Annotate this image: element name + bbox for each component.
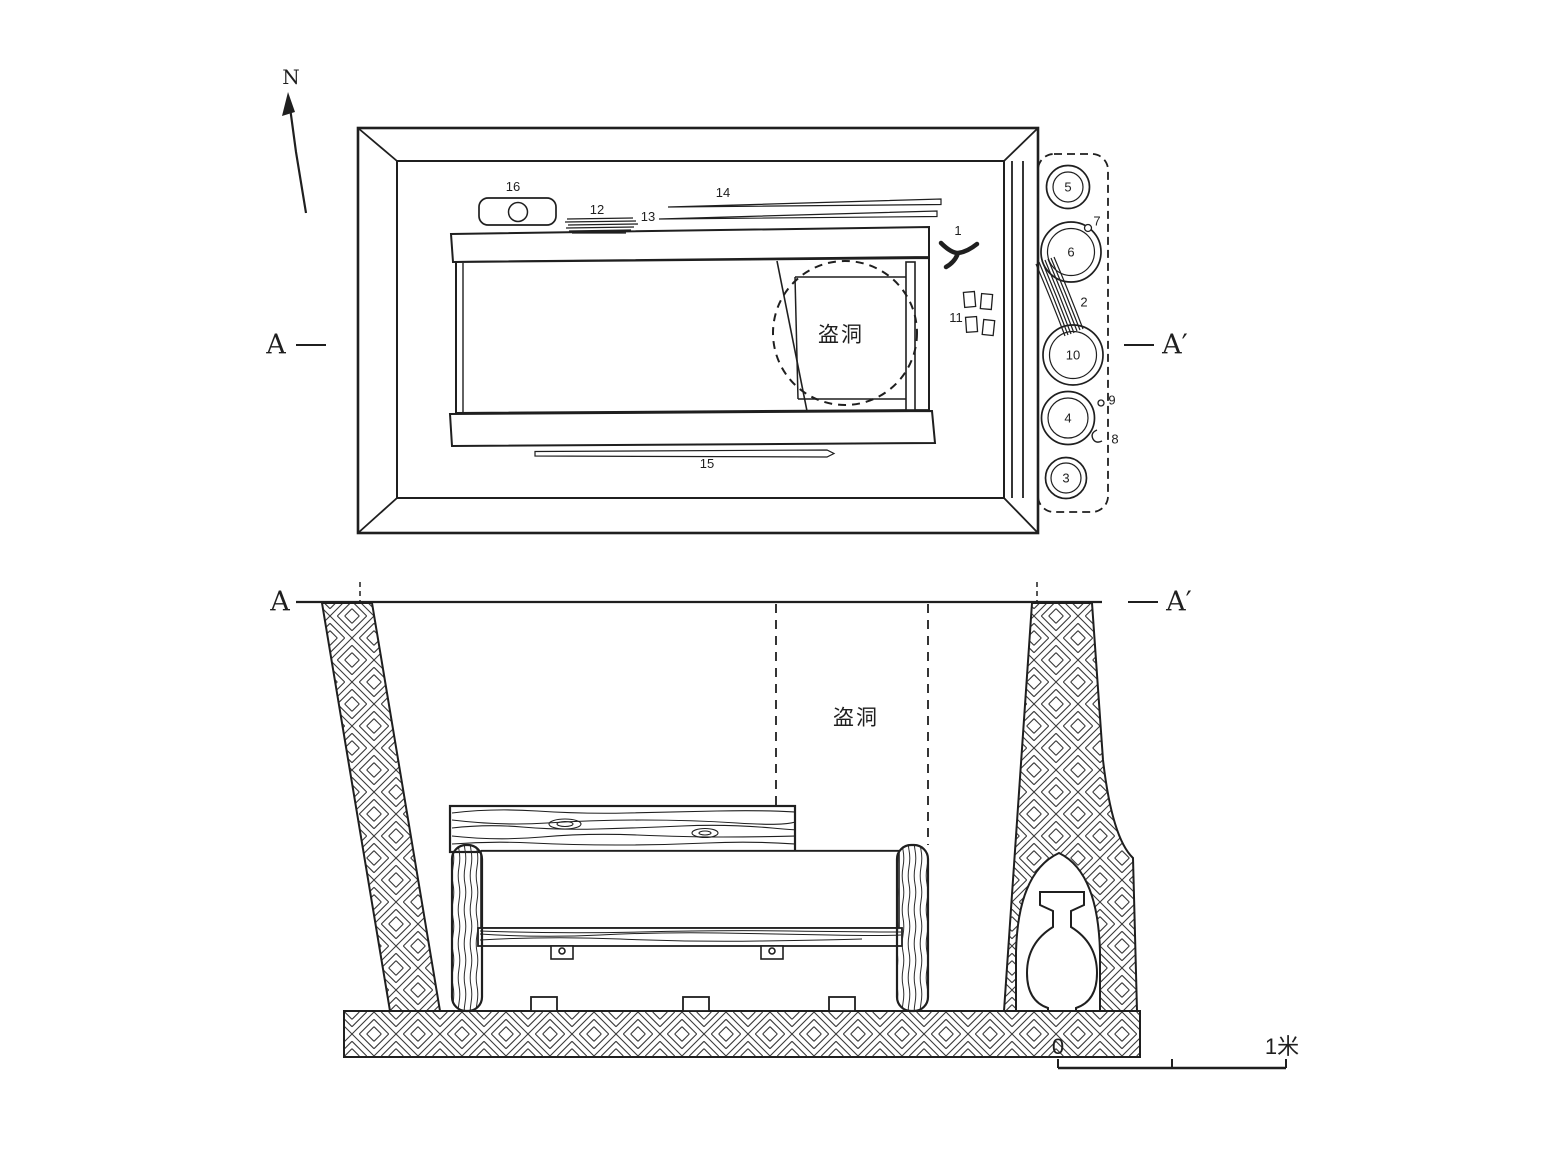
coffin-feet — [530, 996, 856, 1012]
coffin-inner-wall-left — [794, 276, 799, 400]
niche-outline — [1037, 153, 1109, 513]
plan-corner-bevel-tl — [357, 127, 398, 162]
north-label: N — [282, 65, 300, 89]
plan-corner-bevel-tr — [1003, 127, 1039, 162]
robber-hole-label-section: 盗洞 — [833, 707, 879, 730]
artifact-13-rod — [658, 210, 938, 220]
niche-pot — [1025, 891, 1099, 1012]
right-wall-with-niche — [1002, 602, 1139, 1012]
vessel-3-inner — [1050, 462, 1082, 494]
plan-view: 盗洞 16 12 14 13 — [265, 126, 1188, 535]
artifact-11-label: 11 — [949, 310, 963, 325]
vessel-6-label: 6 — [1067, 245, 1074, 260]
niche-vessels — [1040, 164, 1104, 500]
coffin-bottom-board-grain — [479, 930, 901, 942]
vessel-6-inner — [1046, 227, 1096, 277]
coffin-bottom-plank-plan — [448, 409, 937, 448]
coffin-body-plan — [455, 256, 930, 415]
artifact-9-mark — [1097, 399, 1105, 407]
vessel-8-label: 8 — [1111, 432, 1118, 447]
coffin-cleat-right-peg — [768, 947, 776, 955]
artifact-1-label: 1 — [954, 223, 961, 238]
vessel-2-label: 2 — [1080, 295, 1087, 310]
north-arrow-head — [282, 92, 295, 116]
artifact-11-plaques — [962, 290, 996, 337]
plan-artifacts: 16 12 14 13 1 — [478, 179, 996, 471]
vessel-4-label: 4 — [1064, 411, 1071, 426]
section-coffin — [448, 804, 930, 1013]
plan-niche: 5 7 6 2 10 9 4 8 3 — [1035, 153, 1119, 513]
coffin-body-section — [480, 850, 900, 929]
artifact-12-label: 12 — [590, 202, 604, 217]
artifact-2-bundle — [1035, 256, 1084, 337]
coffin-top-plank-plan — [449, 225, 930, 264]
vessel-4-inner — [1047, 397, 1089, 439]
coffin-end-plank-plan — [905, 261, 916, 411]
section-robber-hole: 盗洞 — [775, 604, 929, 845]
coffin-foot-1 — [530, 996, 558, 1012]
artifact-14-label: 14 — [716, 185, 730, 200]
artifact-16-label: 16 — [506, 179, 520, 194]
scale-unit-label: 1米 — [1265, 1034, 1299, 1059]
artifact-7-mark — [1083, 223, 1093, 233]
north-arrow-shaft — [287, 99, 308, 214]
coffin-lid-grain — [451, 809, 794, 846]
vessel-5-inner — [1052, 171, 1084, 203]
vessel-9-label: 9 — [1108, 393, 1115, 408]
plan-robber-hole: 盗洞 — [772, 260, 918, 406]
plan-corner-bevel-bl — [357, 497, 398, 534]
vessel-3-label: 3 — [1062, 471, 1069, 486]
coffin-cleats — [550, 945, 784, 960]
niche-labels: 5 7 6 2 10 9 4 8 3 — [1062, 180, 1118, 486]
plan-section-markers: A A′ — [265, 330, 1188, 361]
section-view: A A′ 盗洞 — [269, 582, 1192, 1058]
plan-corner-bevel-br — [1003, 497, 1039, 534]
artifact-16-circle — [507, 201, 529, 223]
scale-bar: 0 1米 — [1052, 1034, 1299, 1070]
plan-coffin — [448, 225, 937, 448]
scale-zero-label: 0 — [1052, 1034, 1064, 1059]
artifact-15-label: 15 — [700, 456, 714, 471]
coffin-foot-2 — [682, 996, 710, 1012]
artifact-1-fork — [938, 240, 980, 270]
robber-hole-circle — [772, 260, 918, 406]
artifact-12-slips — [564, 217, 639, 234]
vessel-5-label: 5 — [1064, 180, 1071, 195]
coffin-cleat-left-peg — [558, 947, 566, 955]
plan-marker-a-prime: A′ — [1161, 330, 1188, 361]
north-arrow: N — [282, 65, 308, 214]
coffin-end-plank-left — [450, 843, 484, 1013]
artifact-8-mark — [1091, 429, 1103, 443]
section-ground: A A′ — [269, 582, 1192, 618]
tomb-floor-hatched — [343, 1010, 1141, 1058]
coffin-lid-broken-edge — [776, 260, 808, 412]
artifact-15-rod — [534, 449, 836, 458]
coffin-end-plank-right — [895, 843, 930, 1013]
coffin-foot-3 — [828, 996, 856, 1012]
coffin-lid-plank — [448, 804, 797, 854]
left-wall-hatched — [320, 602, 442, 1012]
section-marker-a: A — [269, 587, 290, 618]
plan-marker-a: A — [265, 330, 286, 361]
artifact-14-rod — [667, 198, 942, 208]
vessel-7-label: 7 — [1093, 214, 1100, 229]
vessel-10-label: 10 — [1066, 348, 1080, 363]
artifact-13-label: 13 — [641, 209, 655, 224]
section-marker-a-prime: A′ — [1165, 587, 1192, 618]
robber-hole-label-plan: 盗洞 — [818, 324, 864, 347]
